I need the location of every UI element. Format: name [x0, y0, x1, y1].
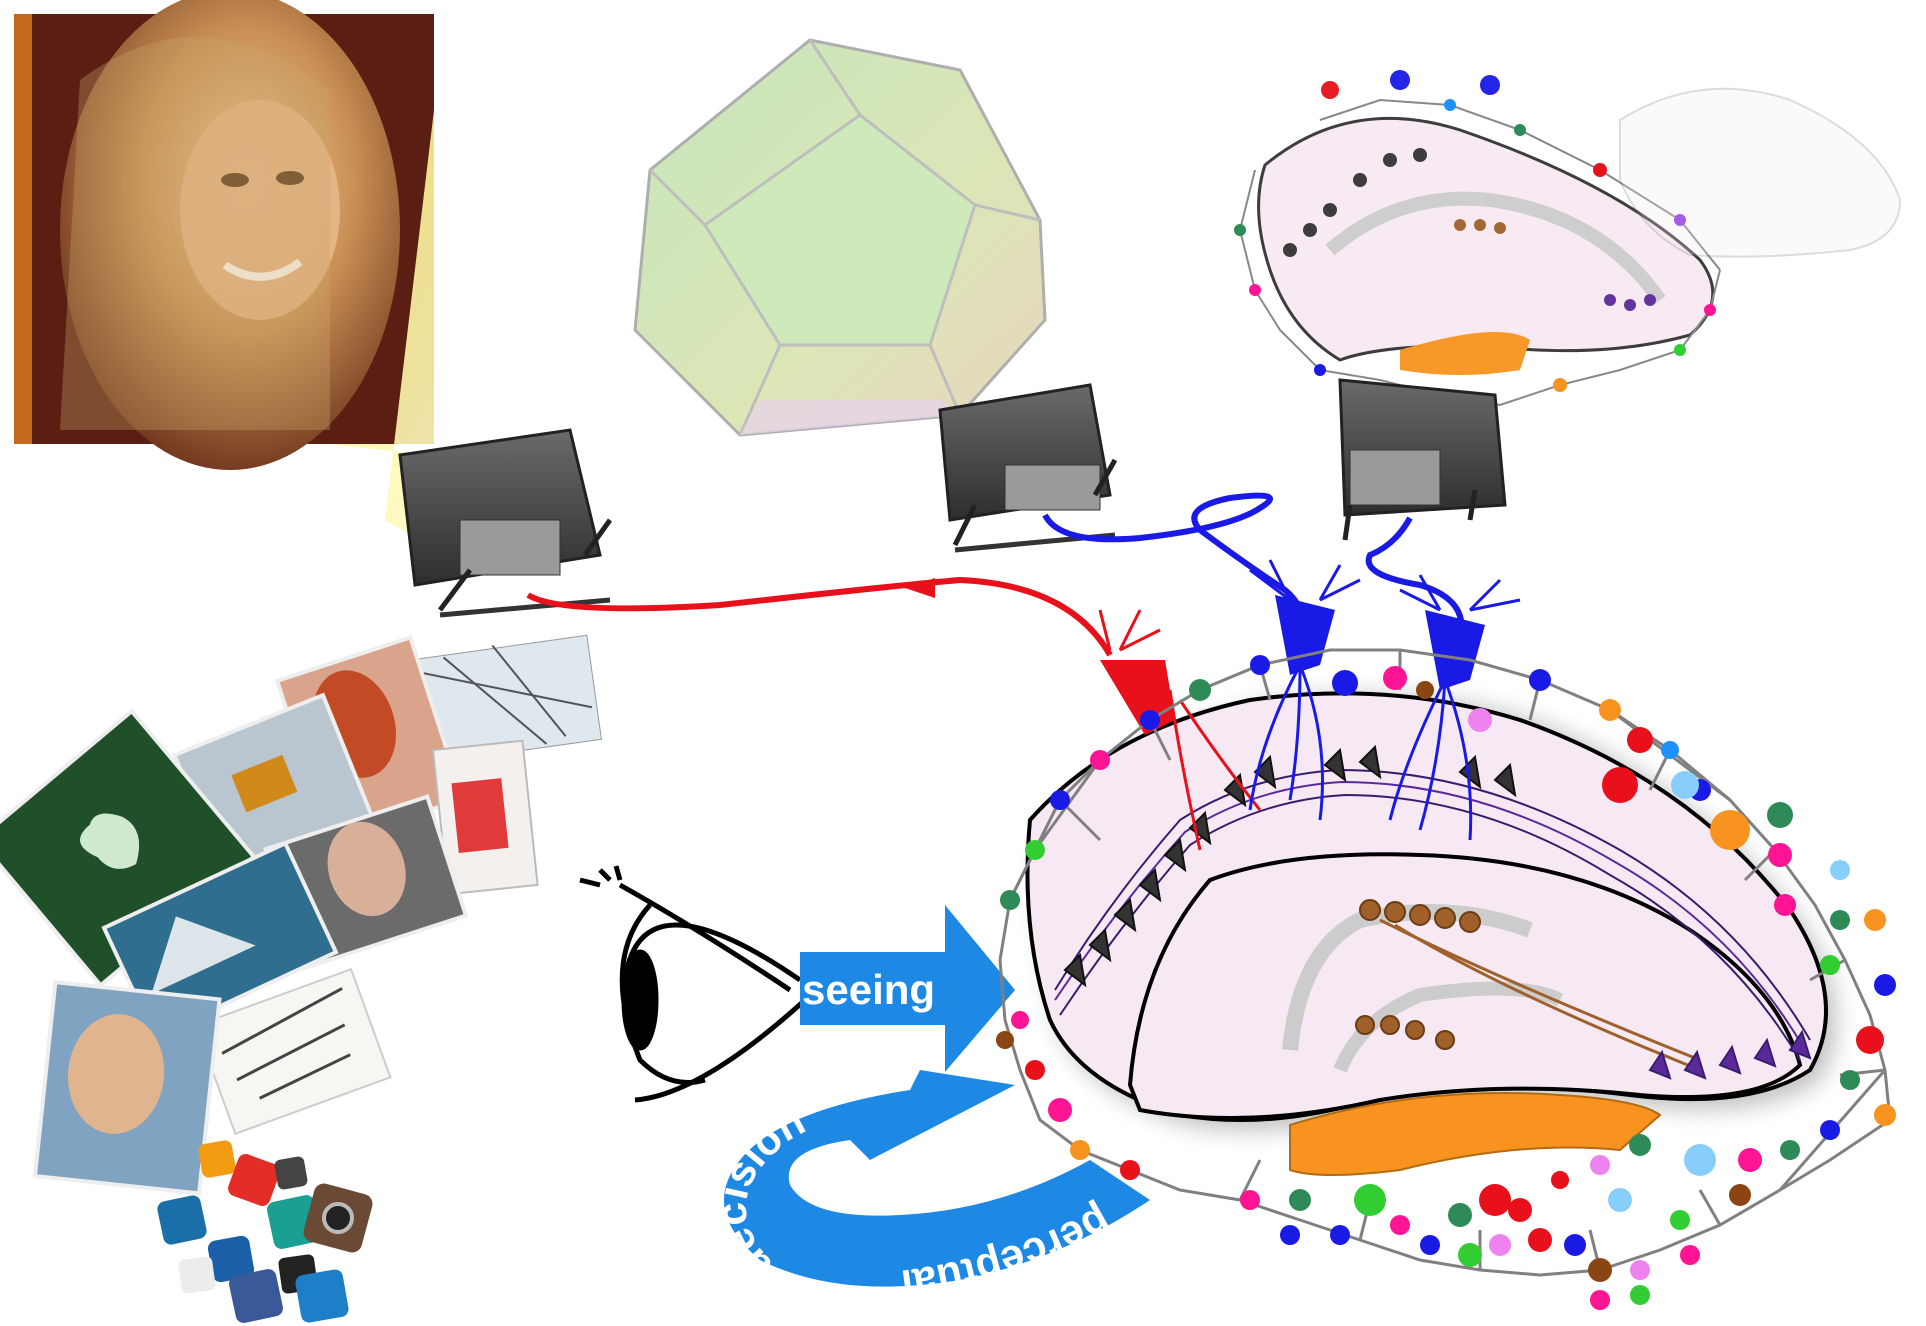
projector-right — [1338, 378, 1507, 541]
network-nodes-small — [1234, 99, 1716, 401]
eye-icon — [579, 865, 807, 1103]
dodecahedron — [633, 38, 1047, 437]
projector-middle — [938, 383, 1118, 553]
projector-left — [398, 428, 613, 618]
network-nodes — [996, 655, 1896, 1310]
blue-cable-middle — [1042, 492, 1309, 651]
blue-cable-right — [1365, 516, 1465, 641]
seeing-arrow — [800, 905, 1015, 1072]
projector-beam — [330, 110, 560, 560]
blue-neuron-2-soma — [1425, 610, 1485, 690]
blue-neuron-1-soma — [1275, 595, 1335, 675]
ghost-hippocampus — [1619, 87, 1902, 258]
red-cable-arrowhead — [905, 578, 935, 598]
red-cable — [526, 576, 1113, 657]
label-seeing: seeing — [802, 966, 935, 1013]
blue-neuron-1 — [1248, 559, 1361, 821]
face-photo — [14, 0, 434, 470]
red-neuron-soma — [1100, 660, 1175, 735]
granule-cells — [1355, 899, 1701, 1072]
perceptual-decision-arrow — [724, 1070, 1150, 1287]
app-icons — [157, 1140, 373, 1323]
hippocampus-small — [1257, 70, 1715, 375]
blue-neuron-2 — [1388, 574, 1521, 841]
ca3-neurons — [1648, 1029, 1812, 1080]
photo-collage — [0, 634, 603, 1196]
